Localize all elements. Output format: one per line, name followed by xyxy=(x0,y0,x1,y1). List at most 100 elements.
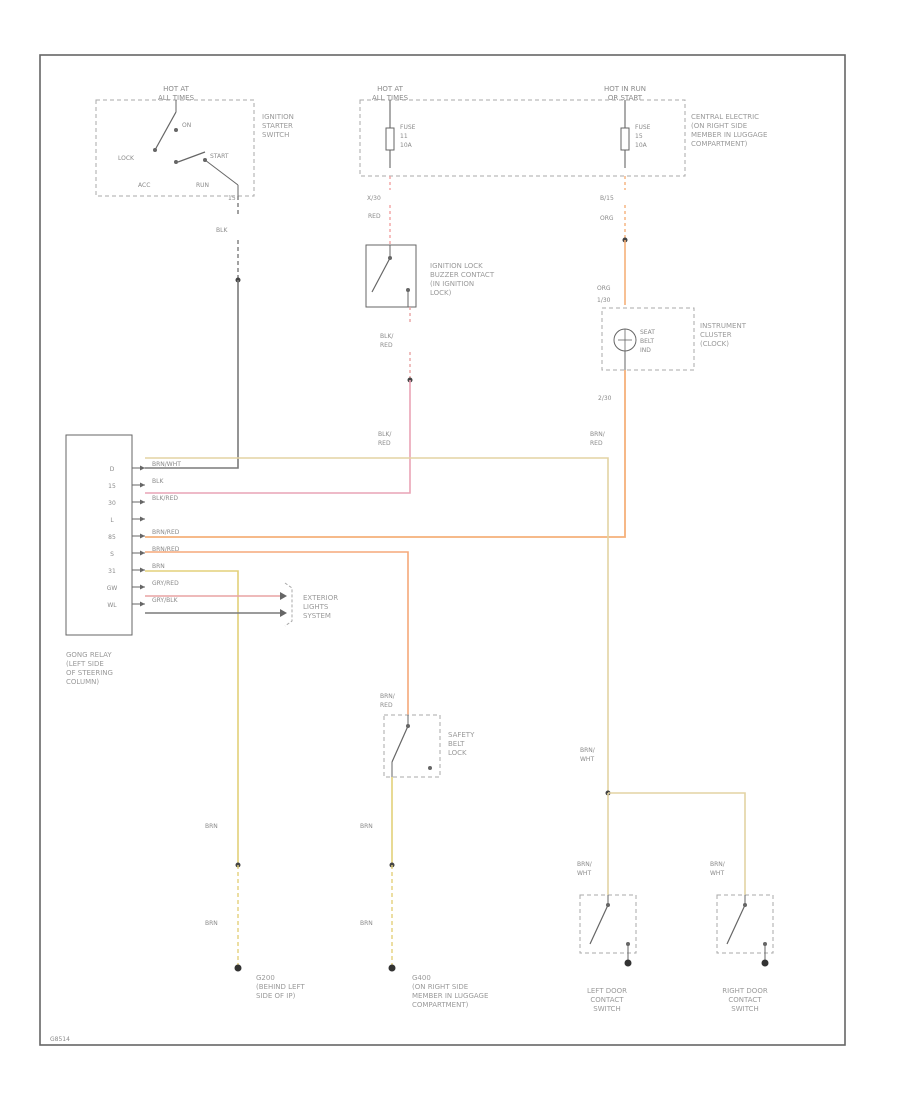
relay-wire-label: GRY/RED xyxy=(152,580,179,587)
g2-name-line4: COMPARTMENT) xyxy=(412,1001,469,1009)
fuse-box-name-line4: COMPARTMENT) xyxy=(691,140,748,148)
left-door-name-line2: CONTACT xyxy=(590,996,624,1004)
right-door-name-line1: RIGHT DOOR xyxy=(722,987,768,995)
ignition-lock-buzzer-contact: IGNITION LOCK BUZZER CONTACT (IN IGNITIO… xyxy=(365,244,495,308)
belt-lock-name-line3: LOCK xyxy=(448,749,467,757)
fuse-right-line2: 15 xyxy=(635,133,643,140)
relay-pin-label: GW xyxy=(107,585,118,592)
relay-pin-terminal xyxy=(140,584,145,590)
buzzer-name-line4: LOCK) xyxy=(430,289,452,297)
fuse-right-wire-label: ORG xyxy=(600,215,614,222)
relay-wire-label: BRN/WHT xyxy=(152,461,181,468)
fuse-left-red-wire: X/30 RED xyxy=(367,176,391,245)
cluster-brn-red-wire: 2/30 BRN/ RED xyxy=(145,370,626,538)
g2-name-line1: G400 xyxy=(412,974,431,982)
cluster-lamp-line1: SEAT xyxy=(640,329,655,336)
diagram-frame xyxy=(39,54,846,1046)
ignition-wire-label: BLK xyxy=(216,227,228,234)
g2-wire-top-label: BRN xyxy=(360,823,373,830)
fuse-left-wire-label: RED xyxy=(368,213,381,220)
fuse-left-line3: 10A xyxy=(400,142,413,149)
relay-center-wire-line1: BLK/ xyxy=(378,431,392,438)
buzzer-blk-red-wire: BLK/ RED BLK/ RED xyxy=(145,307,413,494)
exterior-lights-line1: EXTERIOR xyxy=(303,594,338,602)
fuse-box-name-line3: MEMBER IN LUGGAGE xyxy=(691,131,767,139)
cluster-pin-in-label: 1/30 xyxy=(597,297,611,304)
central-electric-box: HOT AT ALL TIMES HOT IN RUN OR START CEN… xyxy=(359,85,767,177)
relay-pin-terminal xyxy=(140,465,145,471)
buzzer-wire-label-line1: BLK/ xyxy=(380,333,394,340)
instrument-cluster: ORG 1/30 SEAT BELT IND INSTRUMENT CLUSTE… xyxy=(597,285,747,371)
buzzer-wire-label-line2: RED xyxy=(380,342,393,349)
ignition-hot-line2: ALL TIMES xyxy=(158,94,195,102)
belt-lock-ground-wire: BRN BRN G400 (ON RIGHT SIDE MEMBER IN LU… xyxy=(360,777,488,1009)
relay-pin-terminal xyxy=(140,482,145,488)
buzzer-name-line1: IGNITION LOCK xyxy=(430,262,483,270)
cluster-wire-in-label: ORG xyxy=(597,285,611,292)
ignition-run-label: RUN xyxy=(196,182,209,189)
fuse-left-line2: 11 xyxy=(400,133,408,140)
ignition-blk-wire: BLK xyxy=(145,196,241,469)
relay-pin-terminal xyxy=(140,601,145,607)
door-junction-wire-line1: BRN/ xyxy=(580,747,596,754)
exterior-lights-wires: EXTERIOR LIGHTS SYSTEM xyxy=(145,582,338,627)
relay-pin-terminal xyxy=(140,533,145,539)
fuse-hot-right-line2: OR START xyxy=(608,94,643,102)
relay-pin-label: 15 xyxy=(108,483,116,490)
cluster-name-line3: (CLOCK) xyxy=(700,340,729,348)
ignition-name-line2: STARTER xyxy=(262,122,293,130)
left-door-wire-line2: WHT xyxy=(577,870,591,877)
fuse-left-pin-label: X/30 xyxy=(367,195,381,202)
relay-pin-label: WL xyxy=(107,602,117,609)
ignition-on-label: ON xyxy=(182,122,191,129)
fuse-right-line1: FUSE xyxy=(635,124,651,131)
cluster-wire-out-line1: BRN/ xyxy=(590,431,606,438)
relay-name-line1: GONG RELAY xyxy=(66,651,112,659)
right-door-wire-line2: WHT xyxy=(710,870,724,877)
relay-wire-label: BRN/RED xyxy=(152,546,180,553)
relay-s-brn-red-wire: BRN/ RED xyxy=(145,551,409,715)
left-door-wire-line1: BRN/ xyxy=(577,861,593,868)
fuse-box-name-line2: (ON RIGHT SIDE xyxy=(691,122,747,130)
buzzer-name-line2: BUZZER CONTACT xyxy=(430,271,495,279)
relay-pin-label: 31 xyxy=(108,568,116,575)
ignition-terminal-label: 15 xyxy=(228,195,236,202)
relay-pin-terminal xyxy=(140,567,145,573)
door-junction-wire-line2: WHT xyxy=(580,756,594,763)
relay-pin-terminal xyxy=(140,516,145,522)
exterior-lights-line3: SYSTEM xyxy=(303,612,331,620)
left-door-name-line1: LEFT DOOR xyxy=(587,987,627,995)
cluster-wire-out-line2: RED xyxy=(590,440,603,447)
ignition-lock-label: LOCK xyxy=(118,155,135,162)
relay-pin-label: S xyxy=(110,551,114,558)
g1-name-line2: (BEHIND LEFT xyxy=(256,983,305,991)
left-door-name-line3: SWITCH xyxy=(593,1005,620,1013)
fuse-box-name-line1: CENTRAL ELECTRIC xyxy=(691,113,759,121)
relay-pin-label: D xyxy=(110,466,115,473)
relay-name-line4: COLUMN) xyxy=(66,678,99,686)
g2-wire-bottom-label: BRN xyxy=(360,920,373,927)
fuse-right-line3: 10A xyxy=(635,142,648,149)
fuse-left-line1: FUSE xyxy=(400,124,416,131)
right-door-contact-switch: BRN/ WHT RIGHT DOOR CONTACT SWITCH xyxy=(710,861,774,1013)
footer-code: G8514 xyxy=(50,1036,70,1043)
relay-wire-label: BLK/RED xyxy=(152,495,178,502)
relay-pin-terminal xyxy=(140,550,145,556)
ignition-start-label: START xyxy=(210,153,229,160)
ignition-name-line3: SWITCH xyxy=(262,131,289,139)
relay-pin-terminal xyxy=(140,499,145,505)
left-door-contact-switch: BRN/ WHT LEFT DOOR CONTACT SWITCH xyxy=(577,861,637,1013)
right-door-wire-line1: BRN/ xyxy=(710,861,726,868)
ignition-name-line1: IGNITION xyxy=(262,113,294,121)
belt-lock-name-line1: SAFETY xyxy=(448,731,475,739)
cluster-name-line2: CLUSTER xyxy=(700,331,732,339)
fuse-right-org-wire: B/15 ORG xyxy=(600,176,628,305)
relay-name-line2: (LEFT SIDE xyxy=(66,660,104,668)
relay-pin-label: 30 xyxy=(108,500,116,507)
relay-pins: DBRN/WHT15BLK30BLK/REDL85BRN/REDSBRN/RED… xyxy=(107,461,182,609)
relay-d-brn-wht-wire: BRN/ WHT xyxy=(145,457,746,895)
cluster-name-line1: INSTRUMENT xyxy=(700,322,747,330)
g1-wire-bottom-label: BRN xyxy=(205,920,218,927)
relay-name-line3: OF STEERING xyxy=(66,669,113,677)
belt-lock-wire-line2: RED xyxy=(380,702,393,709)
